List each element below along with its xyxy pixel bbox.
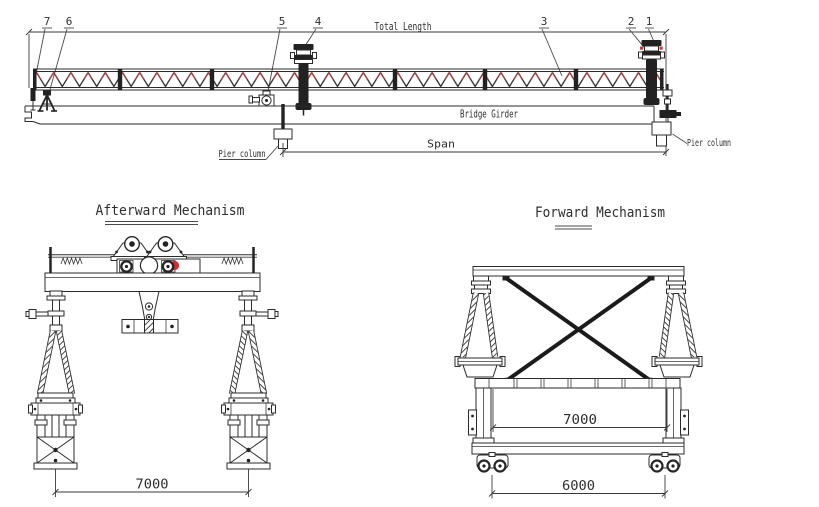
callout-4-leader [304,28,317,47]
spreader-beam [474,378,681,389]
total-length-dimension: Total Length [25,21,670,156]
cross-bracing [502,276,655,385]
hoist-mechanism [248,90,275,107]
callout-7-label: 7 [44,15,51,28]
pier-column-right: Pier column [651,121,731,149]
pier-column-left: Pier column [219,104,293,160]
bridge-girder-label: Bridge Girder [460,109,518,121]
tripod-jack [37,90,57,112]
support-spacing-dimension: 7000 [489,389,671,432]
front-support-leg [638,40,665,105]
wheel-bogie-right [647,451,682,473]
total-length-label: Total Length [375,21,432,33]
afterward-title: Afterward Mechanism [96,203,245,219]
forward-wheel-gauge-value: 6000 [562,478,595,494]
callouts: 7 6 5 4 3 2 1 [33,15,656,103]
afterward-mechanism-view: Afterward Mechanism [26,203,278,497]
callout-2-label: 2 [628,15,635,28]
wheel-gauge-dimension: 6000 [488,475,669,499]
callout-5-label: 5 [279,15,286,28]
wheel-bogie-left [475,451,510,473]
wheelbase-dimension: 7000 [52,469,252,497]
callout-4-label: 4 [315,15,322,28]
rear-end-jack [30,88,36,111]
span-dimension: Span [279,139,670,157]
forward-support-spacing-value: 7000 [563,412,597,428]
span-label: Span [427,139,455,151]
red-fitting-right [659,46,663,50]
trolley-frame [116,256,201,275]
forward-left-leg [455,276,505,443]
callout-1-label: 1 [646,15,653,28]
forward-title: Forward Mechanism [535,205,665,221]
bottom-beam [471,442,685,455]
middle-support-leg [290,44,317,116]
truss-web [36,71,660,88]
top-elevation-view: Total Length 7 6 5 4 3 2 1 [24,15,731,160]
base-plate [121,319,179,334]
truss-girder [33,68,664,91]
hook-bracket [138,291,160,322]
callout-3-leader [541,28,563,77]
callout-3-label: 3 [541,15,548,28]
red-fitting-left [640,46,644,50]
afterward-wheelbase-value: 7000 [136,477,169,493]
callout-6-label: 6 [66,15,73,28]
pier-column-left-label: Pier column [219,149,266,160]
front-auxiliary-jack [659,84,681,123]
bridge-girder: Bridge Girder [24,105,655,125]
forward-right-leg [652,276,702,443]
top-beam [472,266,685,277]
pier-column-right-label: Pier column [687,138,731,149]
crane-beam [44,272,261,292]
forward-mechanism-view: Forward Mechanism [455,205,702,499]
